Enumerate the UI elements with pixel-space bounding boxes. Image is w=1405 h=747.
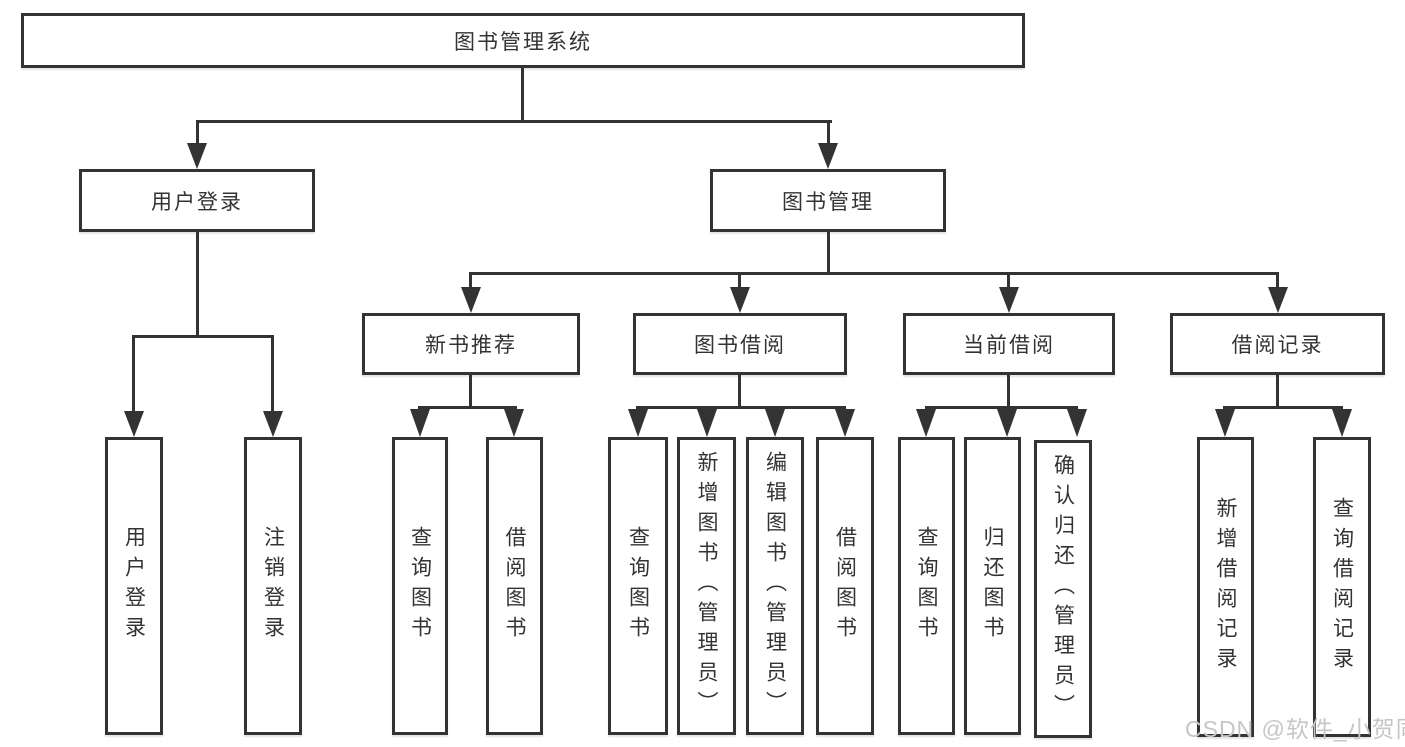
leaf-query-borrow-record: 查询借阅记录 — [1313, 437, 1371, 737]
edge-line — [196, 120, 199, 145]
edge-line — [418, 406, 517, 409]
arrowhead-down-icon — [187, 143, 207, 169]
arrowhead-down-icon — [765, 409, 785, 437]
edge-line — [1223, 406, 1343, 409]
arrowhead-down-icon — [628, 409, 648, 437]
leaf-borrow-books-recommend-label: 借阅图书 — [503, 526, 526, 646]
edge-line — [925, 406, 1078, 409]
leaf-query-books-recommend: 查询图书 — [392, 437, 448, 735]
edge-line — [132, 335, 135, 413]
leaf-edit-books-admin: 编辑图书（管理员） — [746, 437, 804, 735]
edge-line — [1007, 272, 1010, 289]
leaf-borrow-books-label: 借阅图书 — [833, 526, 857, 646]
node-book-borrowing-label: 图书借阅 — [694, 334, 786, 357]
arrowhead-down-icon — [916, 409, 936, 437]
edge-line — [521, 68, 524, 120]
root-node-library-system: 图书管理系统 — [21, 13, 1025, 68]
leaf-query-borrow-record-label: 查询借阅记录 — [1330, 497, 1354, 677]
node-book-management: 图书管理 — [710, 169, 946, 232]
node-current-borrowing: 当前借阅 — [903, 313, 1115, 375]
arrowhead-down-icon — [1332, 409, 1352, 437]
leaf-add-borrow-record-label: 新增借阅记录 — [1214, 497, 1237, 677]
leaf-add-borrow-record: 新增借阅记录 — [1197, 437, 1254, 737]
leaf-confirm-return-admin: 确认归还（管理员） — [1034, 440, 1092, 738]
arrowhead-down-icon — [124, 411, 144, 437]
root-node-label: 图书管理系统 — [454, 30, 592, 54]
arrowhead-down-icon — [997, 409, 1017, 437]
arrowhead-down-icon — [1067, 409, 1087, 437]
arrowhead-down-icon — [999, 287, 1019, 313]
edge-line — [196, 232, 199, 338]
edge-line — [1276, 272, 1279, 289]
arrowhead-down-icon — [1268, 287, 1288, 313]
node-new-book-recommendation-label: 新书推荐 — [425, 334, 517, 357]
edge-line — [469, 272, 472, 289]
arrowhead-down-icon — [730, 287, 750, 313]
node-book-borrowing: 图书借阅 — [633, 313, 847, 375]
leaf-borrow-books: 借阅图书 — [816, 437, 874, 735]
csdn-watermark: CSDN @软件_小贺同学 — [1185, 716, 1405, 742]
leaf-logout-label: 注销登录 — [261, 526, 285, 646]
leaf-query-books-recommend-label: 查询图书 — [408, 526, 432, 646]
node-borrowing-records-label: 借阅记录 — [1231, 334, 1324, 357]
leaf-user-login: 用户登录 — [105, 437, 163, 735]
arrowhead-down-icon — [410, 409, 430, 437]
node-borrowing-records: 借阅记录 — [1170, 313, 1385, 375]
edge-line — [738, 375, 741, 409]
leaf-query-books-borrowing-label: 查询图书 — [626, 526, 650, 646]
edge-line — [1007, 375, 1010, 409]
arrowhead-down-icon — [263, 411, 283, 437]
leaf-edit-books-admin-label: 编辑图书（管理员） — [763, 451, 787, 721]
node-book-management-label: 图书管理 — [782, 190, 874, 214]
arrowhead-down-icon — [818, 143, 838, 169]
node-new-book-recommendation: 新书推荐 — [362, 313, 580, 375]
leaf-logout: 注销登录 — [244, 437, 302, 735]
leaf-borrow-books-recommend: 借阅图书 — [486, 437, 543, 735]
leaf-return-books: 归还图书 — [964, 437, 1021, 735]
leaf-query-books-current: 查询图书 — [898, 437, 955, 735]
node-user-login-label: 用户登录 — [151, 190, 243, 214]
leaf-user-login-label: 用户登录 — [122, 526, 146, 646]
leaf-add-books-admin-label: 新增图书（管理员） — [695, 451, 718, 721]
arrowhead-down-icon — [504, 409, 524, 437]
edge-line — [738, 272, 741, 289]
leaf-add-books-admin: 新增图书（管理员） — [677, 437, 736, 735]
edge-line — [827, 120, 830, 145]
edge-line — [196, 120, 832, 123]
arrowhead-down-icon — [1215, 409, 1235, 437]
edge-line — [1276, 375, 1279, 409]
edge-line — [827, 232, 830, 275]
arrowhead-down-icon — [697, 409, 717, 437]
leaf-query-books-borrowing: 查询图书 — [608, 437, 668, 735]
leaf-query-books-current-label: 查询图书 — [915, 526, 938, 646]
edge-line — [636, 406, 846, 409]
node-current-borrowing-label: 当前借阅 — [963, 334, 1055, 357]
edge-line — [469, 272, 1279, 275]
edge-line — [132, 335, 274, 338]
edge-line — [469, 375, 472, 409]
arrowhead-down-icon — [835, 409, 855, 437]
leaf-return-books-label: 归还图书 — [981, 526, 1004, 646]
arrowhead-down-icon — [461, 287, 481, 313]
edge-line — [271, 335, 274, 413]
leaf-confirm-return-admin-label: 确认归还（管理员） — [1051, 454, 1075, 724]
node-user-login: 用户登录 — [79, 169, 315, 232]
